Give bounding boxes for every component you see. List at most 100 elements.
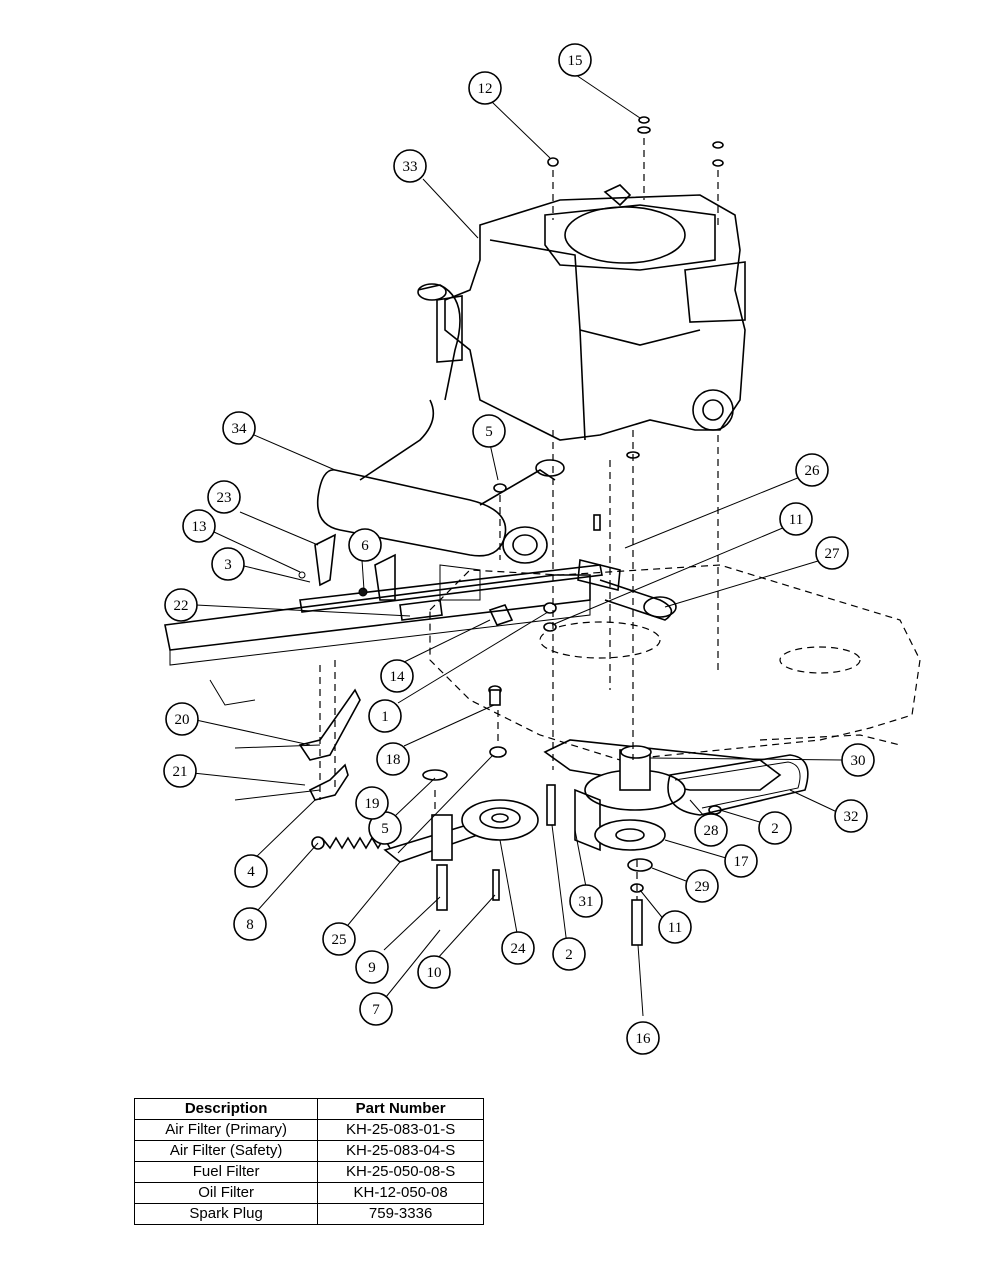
svg-text:19: 19: [365, 796, 380, 812]
svg-text:20: 20: [175, 712, 190, 728]
callout-16: 16: [626, 1021, 660, 1055]
svg-text:26: 26: [805, 463, 821, 479]
svg-text:22: 22: [174, 598, 189, 614]
svg-text:34: 34: [232, 421, 248, 437]
callout-33: 33: [393, 149, 427, 183]
svg-text:27: 27: [825, 546, 841, 562]
svg-text:32: 32: [844, 809, 859, 825]
callout-27: 27: [815, 536, 849, 570]
svg-text:21: 21: [173, 764, 188, 780]
callout-7: 7: [359, 992, 393, 1026]
engine: [436, 184, 746, 441]
callout-1: 1: [368, 699, 402, 733]
svg-text:12: 12: [478, 81, 493, 97]
svg-text:4: 4: [247, 864, 255, 880]
callout-15: 15: [558, 43, 592, 77]
column-header-description: Description: [133, 1098, 319, 1120]
part-number-cell: KH-25-050-08-S: [317, 1161, 484, 1183]
part-number-cell: 759-3336: [317, 1203, 484, 1225]
svg-text:11: 11: [789, 512, 803, 528]
svg-text:2: 2: [565, 947, 573, 963]
description-cell: Air Filter (Primary): [133, 1119, 319, 1141]
svg-text:23: 23: [217, 490, 232, 506]
column-header-part-number: Part Number: [317, 1098, 484, 1120]
svg-text:11: 11: [668, 920, 682, 936]
filter-part-number-table: Description Part Number Air Filter (Prim…: [133, 1098, 484, 1225]
table-row: Fuel Filter KH-25-050-08-S: [133, 1161, 484, 1183]
leader-lines: [192, 74, 843, 1017]
callout-20: 20: [165, 702, 199, 736]
svg-text:16: 16: [636, 1031, 652, 1047]
svg-text:1: 1: [381, 709, 389, 725]
callout-3: 3: [211, 547, 245, 581]
callout-28: 28: [694, 813, 728, 847]
callout-23: 23: [207, 480, 241, 514]
callout-30: 30: [841, 743, 875, 777]
callout-34: 34: [222, 411, 256, 445]
callout-4: 4: [234, 854, 268, 888]
table-row: Air Filter (Safety) KH-25-083-04-S: [133, 1140, 484, 1162]
svg-text:31: 31: [579, 894, 594, 910]
idler-arm: [383, 685, 539, 911]
callout-13: 13: [182, 509, 216, 543]
assembly-lines: [434, 138, 719, 900]
callout-8: 8: [233, 907, 267, 941]
callout-29: 29: [685, 869, 719, 903]
control-rod: [299, 558, 677, 626]
spring: [311, 836, 391, 850]
exploded-parts-diagram: 1 2 2 3 4 5 5 6 7 8 9 10 11 11 12 13 14 …: [163, 43, 921, 1055]
callout-31: 31: [569, 884, 603, 918]
svg-text:10: 10: [427, 965, 442, 981]
clutch-assembly: [543, 739, 782, 946]
callout-22: 22: [164, 588, 198, 622]
callout-2b: 2: [552, 937, 586, 971]
muffler: [316, 283, 565, 564]
svg-text:28: 28: [704, 823, 719, 839]
svg-text:15: 15: [568, 53, 583, 69]
svg-text:5: 5: [485, 424, 493, 440]
svg-text:29: 29: [695, 879, 710, 895]
part-number-cell: KH-25-083-01-S: [317, 1119, 484, 1141]
callout-19: 19: [355, 786, 389, 820]
svg-text:25: 25: [332, 932, 347, 948]
fasteners: [493, 116, 724, 632]
callout-24: 24: [501, 931, 535, 965]
svg-text:9: 9: [368, 960, 376, 976]
svg-text:3: 3: [224, 557, 232, 573]
cross-member: [164, 564, 591, 706]
svg-text:7: 7: [372, 1002, 380, 1018]
svg-text:24: 24: [511, 941, 527, 957]
callout-2a: 2: [758, 811, 792, 845]
callout-32: 32: [834, 799, 868, 833]
part-number-cell: KH-25-083-04-S: [317, 1140, 484, 1162]
callout-26: 26: [795, 453, 829, 487]
svg-text:14: 14: [390, 669, 406, 685]
callout-21: 21: [163, 754, 197, 788]
svg-text:33: 33: [403, 159, 418, 175]
svg-text:5: 5: [381, 821, 389, 837]
callout-18: 18: [376, 742, 410, 776]
svg-text:18: 18: [386, 752, 401, 768]
callout-11a: 11: [779, 502, 813, 536]
svg-text:8: 8: [246, 917, 254, 933]
description-cell: Spark Plug: [133, 1203, 319, 1225]
drive-belt: [667, 754, 809, 816]
description-cell: Air Filter (Safety): [133, 1140, 319, 1162]
svg-text:2: 2: [771, 821, 779, 837]
description-cell: Fuel Filter: [133, 1161, 319, 1183]
svg-text:6: 6: [361, 538, 369, 554]
svg-text:17: 17: [734, 854, 750, 870]
callout-12: 12: [468, 71, 502, 105]
deck-frame: [429, 564, 921, 761]
callout-9: 9: [355, 950, 389, 984]
brackets: [298, 533, 396, 601]
callout-10: 10: [417, 955, 451, 989]
control-arms: [234, 660, 361, 801]
callout-25: 25: [322, 922, 356, 956]
callout-17: 17: [724, 844, 758, 878]
svg-text:30: 30: [851, 753, 866, 769]
part-number-cell: KH-12-050-08: [317, 1182, 484, 1204]
callout-14: 14: [380, 659, 414, 693]
callout-6: 6: [348, 528, 382, 562]
description-cell: Oil Filter: [133, 1182, 319, 1204]
